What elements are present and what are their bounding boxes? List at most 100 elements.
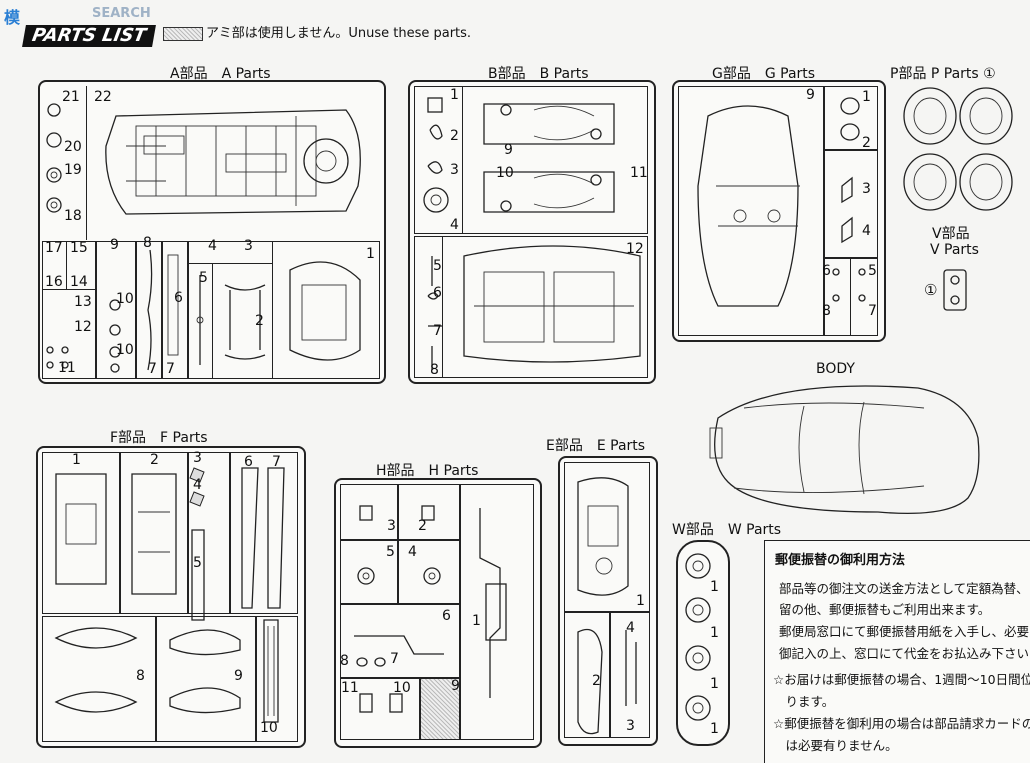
e-cell-4-3 — [610, 612, 650, 738]
h-parts-title: H部品 H Parts — [376, 463, 479, 479]
h-num-1: 1 — [472, 613, 481, 629]
f-num-9: 9 — [234, 668, 243, 684]
w-num-1a: 1 — [710, 579, 719, 595]
h-num-2: 2 — [418, 518, 427, 534]
g-cell-3-4 — [824, 150, 878, 258]
watermark-logo: 模 — [4, 8, 21, 27]
h-cell-11-10 — [340, 678, 420, 740]
a-num-10b: 10 — [116, 342, 134, 358]
a-num-2: 2 — [255, 313, 264, 329]
w-num-1b: 1 — [710, 625, 719, 641]
b-num-9: 9 — [504, 142, 513, 158]
site-watermark: 模 SEARCH — [0, 4, 160, 27]
f-drawings — [54, 467, 285, 723]
e-drawings — [577, 477, 637, 735]
a-num-19: 19 — [64, 162, 82, 178]
h-cell-2 — [398, 484, 460, 540]
info-line-5: ☆お届けは郵便振替の場合、1週間〜10日間位 — [773, 672, 1030, 687]
w-parts-runner — [676, 540, 730, 746]
e-num-1: 1 — [636, 593, 645, 609]
b-num-10: 10 — [496, 165, 514, 181]
parts-list-title: PARTS LIST — [22, 25, 156, 47]
f-num-5: 5 — [193, 555, 202, 571]
f-parts-title: F部品 F Parts — [110, 430, 208, 446]
a-cell-4-3 — [188, 241, 274, 265]
f-cell-1 — [42, 452, 120, 614]
body-title: BODY — [816, 361, 855, 377]
b-num-7: 7 — [433, 323, 442, 339]
info-title: 郵便振替の御利用方法 — [775, 553, 906, 568]
b-parts-title: B部品 B Parts — [488, 66, 589, 82]
a-cell-2 — [212, 263, 274, 379]
h-num-4: 4 — [408, 544, 417, 560]
g-cell-hood — [678, 86, 824, 336]
g-num-3: 3 — [862, 181, 871, 197]
h-cell-9-mesh — [420, 678, 460, 740]
a-parts-title: A部品 A Parts — [170, 66, 271, 82]
b-cell-9-10-11 — [462, 86, 648, 234]
a-num-6: 6 — [174, 290, 183, 306]
f-num-7: 7 — [272, 454, 281, 470]
h-num-3: 3 — [387, 518, 396, 534]
a-num-17: 17 — [45, 240, 63, 256]
w-num-1c: 1 — [710, 676, 719, 692]
g-parts-title: G部品 G Parts — [712, 66, 816, 82]
f-num-1: 1 — [72, 452, 81, 468]
a-cell-6-7 — [162, 241, 188, 379]
g-num-7: 7 — [868, 303, 877, 319]
f-num-3: 3 — [193, 450, 202, 466]
b-num-11: 11 — [630, 165, 648, 181]
info-line-6: ります。 — [773, 694, 835, 709]
f-cell-10 — [256, 616, 298, 742]
f-cell-2 — [120, 452, 188, 614]
v-parts-title-en: V Parts — [930, 242, 979, 258]
h-num-6: 6 — [442, 608, 451, 624]
a-num-16: 16 — [45, 274, 63, 290]
p-tires — [903, 87, 1013, 211]
w-num-1d: 1 — [710, 721, 719, 737]
h-num-5: 5 — [386, 544, 395, 560]
watermark-text: SEARCH — [92, 6, 151, 21]
a-cell-small-left — [46, 86, 87, 240]
info-line-4: 御記入の上、窓口にて代金をお払込み下さい — [779, 646, 1030, 661]
info-line-3: 郵便局窓口にて郵便振替用紙を入手し、必要 — [779, 624, 1030, 639]
a-num-21: 21 — [62, 89, 80, 105]
h-num-11: 11 — [341, 680, 359, 696]
w-parts-title: W部品 W Parts — [672, 522, 782, 538]
b-cell-5-8 — [414, 236, 444, 378]
v-num-1: ① — [924, 281, 938, 299]
a-chassis-drawing — [105, 109, 361, 215]
h-cell-1 — [460, 484, 534, 740]
a-num-22: 22 — [94, 89, 112, 105]
a-row2-drawings — [46, 249, 361, 373]
e-num-3: 3 — [626, 718, 635, 734]
b-num-6: 6 — [433, 285, 442, 301]
b-num-3: 3 — [450, 162, 459, 178]
f-cell-8 — [42, 616, 156, 742]
w-wheels — [685, 553, 711, 721]
a-num-15: 15 — [70, 240, 88, 256]
a-num-20: 20 — [64, 139, 82, 155]
v-parts-title-jp: V部品 — [932, 226, 970, 242]
f-num-2: 2 — [150, 452, 159, 468]
postal-transfer-info: 郵便振替の御利用方法 部品等の御注文の送金方法として定額為替、 留の他、郵便振替… — [764, 540, 1030, 763]
a-num-5: 5 — [199, 270, 208, 286]
f-num-10: 10 — [260, 720, 278, 736]
info-line-7: ☆郵便振替を御利用の場合は部品請求カードの — [773, 716, 1030, 731]
v-parts-drawing — [943, 269, 967, 311]
b-num-12: 12 — [626, 241, 644, 257]
info-line-2: 留の他、郵便振替もご利用出来ます。 — [779, 602, 991, 617]
a-num-7b: 7 — [166, 361, 175, 377]
g-num-8: 8 — [822, 303, 831, 319]
a-num-7a: 7 — [148, 361, 157, 377]
parts-list-badge: PARTS LIST — [22, 25, 156, 47]
h-num-8: 8 — [340, 653, 349, 669]
h-num-9: 9 — [451, 678, 460, 694]
a-cell-13-11 — [42, 289, 96, 379]
g-cell-6-8 — [824, 258, 852, 336]
b-drawings — [423, 97, 641, 370]
a-num-12: 12 — [74, 319, 92, 335]
h-drawings — [354, 505, 507, 713]
b-cell-small — [414, 86, 464, 234]
info-line-8: は必要有りません。 — [773, 738, 898, 753]
